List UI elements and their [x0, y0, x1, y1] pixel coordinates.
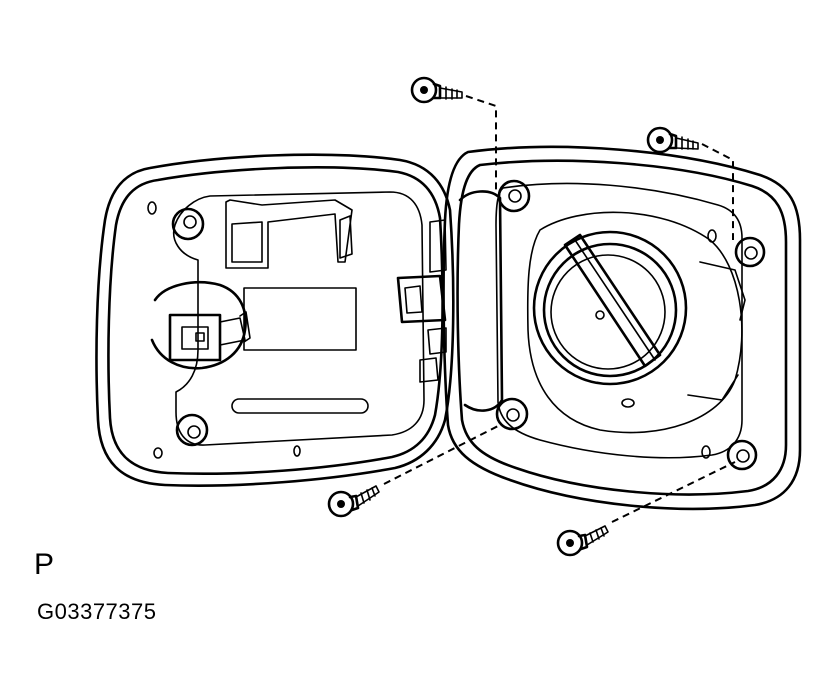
- screw-top-left: [410, 76, 463, 104]
- fuel-filler-housing: [442, 145, 802, 511]
- screw-bottom-left: [327, 485, 380, 518]
- screw-top-right: [646, 126, 699, 154]
- view-letter-label: P: [34, 548, 55, 581]
- screw-bottom-right: [556, 525, 609, 557]
- assembly-guide-lines: [383, 95, 736, 523]
- figure-code-label: G03377375: [37, 599, 157, 624]
- fuel-filler-door: [95, 153, 455, 487]
